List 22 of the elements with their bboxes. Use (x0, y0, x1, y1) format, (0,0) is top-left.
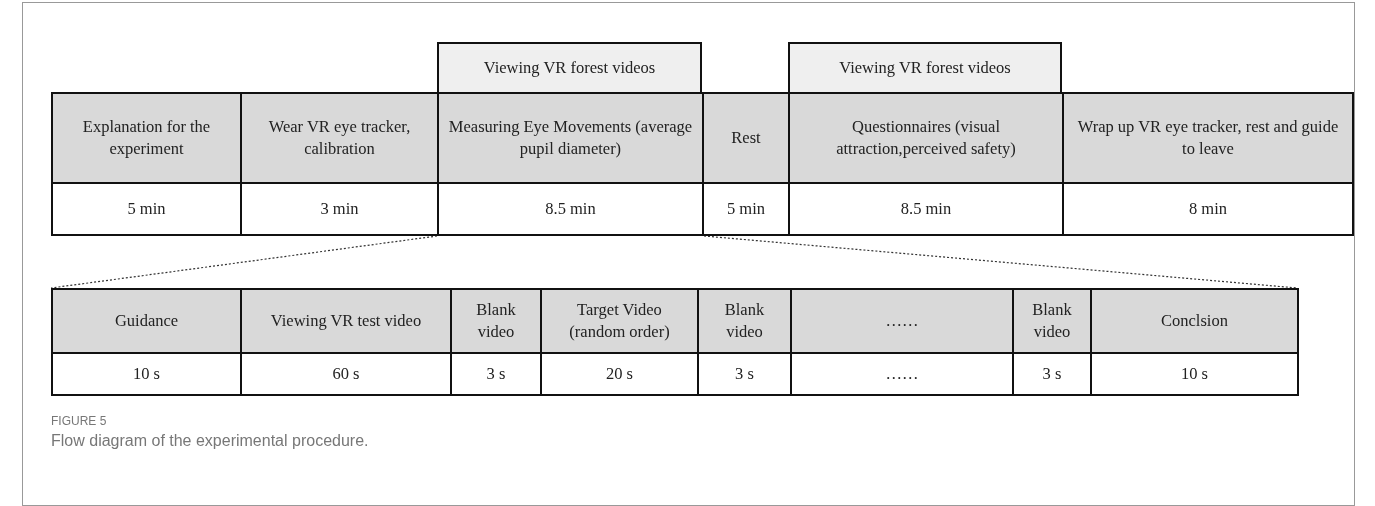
figure-number: FIGURE 5 (51, 414, 107, 428)
duration-cell: 10 s (1090, 352, 1299, 396)
figure-caption: Flow diagram of the experimental procedure. (51, 432, 369, 450)
table-frame (51, 288, 1297, 394)
step-cell: Blank video (697, 288, 792, 354)
step-cell: Wear VR eye tracker, calibration (240, 92, 439, 184)
step-cell: Wrap up VR eye tracker, rest and guide to leave (1062, 92, 1354, 184)
step-cell: Questionnaires (visual attraction,perceived safety) (788, 92, 1064, 184)
duration-cell: 5 min (51, 182, 242, 236)
step-cell: Blank video (450, 288, 542, 354)
step-cell: …… (790, 288, 1014, 354)
step-cell: Viewing VR test video (240, 288, 452, 354)
step-cell: Rest (702, 92, 790, 184)
step-cell: Measuring Eye Movements (average pupil diameter) (437, 92, 704, 184)
step-cell: Target Video (random order) (540, 288, 699, 354)
step-cell: Guidance (51, 288, 242, 354)
duration-cell: 8 min (1062, 182, 1354, 236)
header-cell: Viewing VR forest videos (788, 42, 1062, 94)
step-cell: Blank video (1012, 288, 1092, 354)
header-cell: Viewing VR forest videos (437, 42, 702, 94)
step-cell: Conclsion (1090, 288, 1299, 354)
step-cell: Explanation for the experiment (51, 92, 242, 184)
